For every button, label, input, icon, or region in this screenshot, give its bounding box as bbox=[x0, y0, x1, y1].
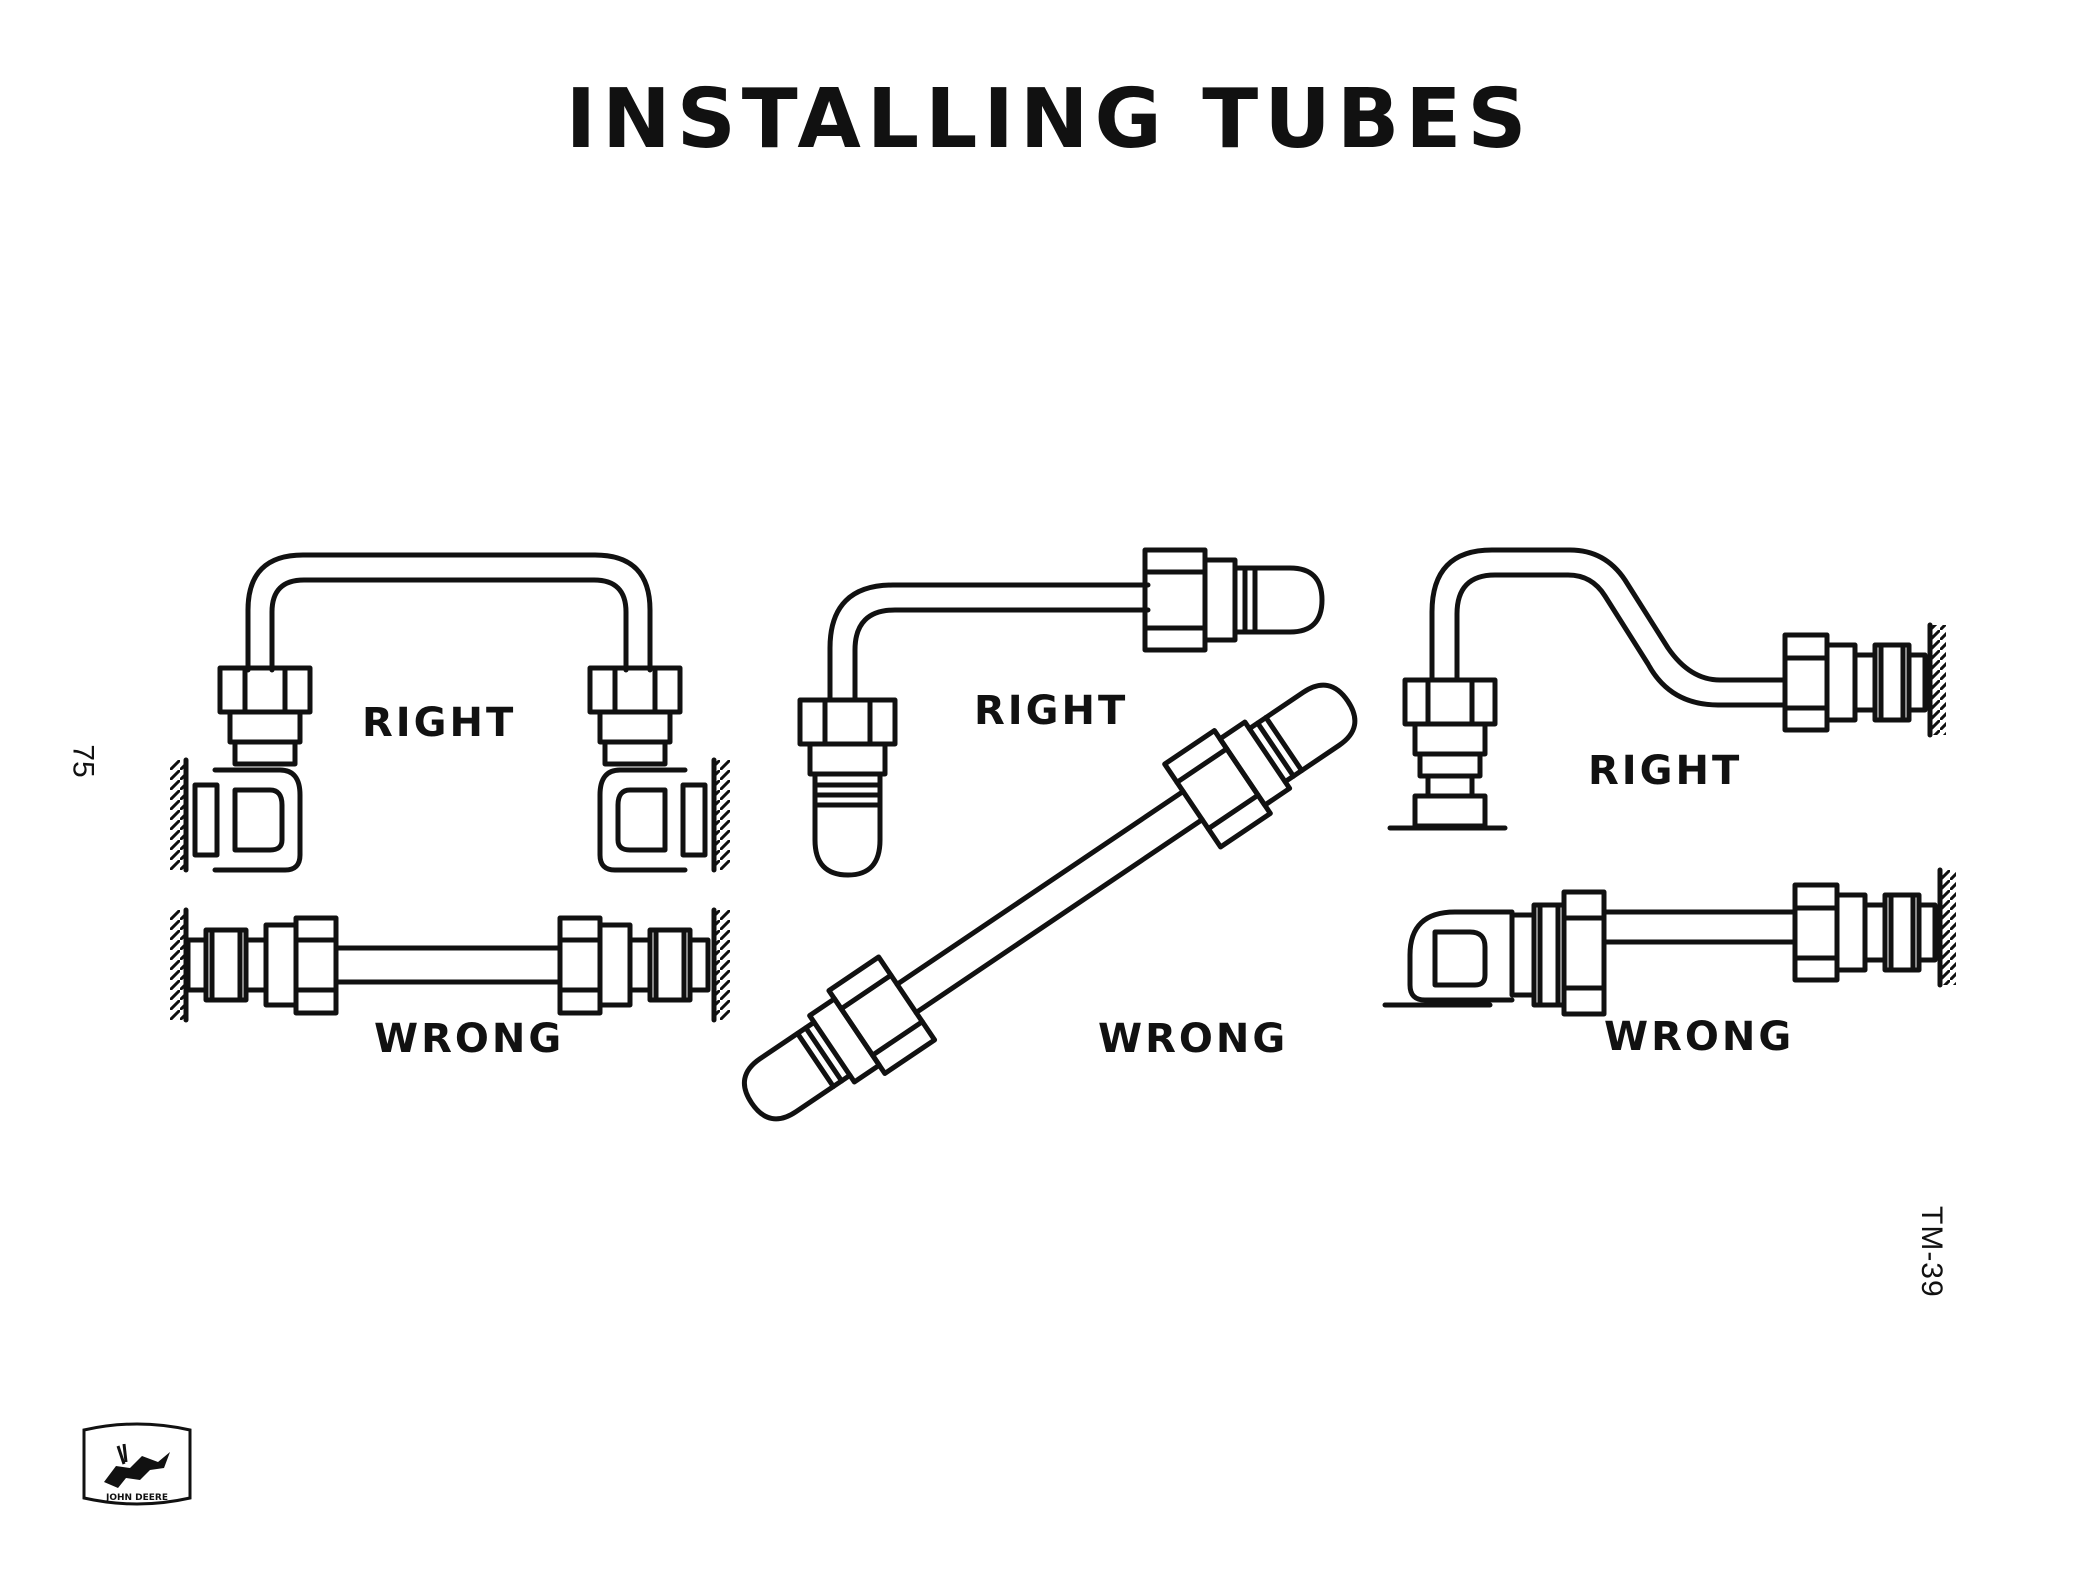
john-deere-logo-icon: JOHN DEERE bbox=[82, 1422, 192, 1506]
panel3-wrong-diagram bbox=[1382, 867, 1956, 1017]
panel2-wrong-diagram bbox=[741, 682, 1358, 1122]
panel2-right-diagram bbox=[797, 547, 1325, 878]
panel1-right-diagram bbox=[170, 552, 730, 873]
panel3-right-diagram bbox=[1387, 547, 1946, 831]
panel1-right-label: RIGHT bbox=[362, 700, 516, 746]
page-title: INSTALLING TUBES bbox=[565, 72, 1533, 167]
panel2-wrong-label: WRONG bbox=[1098, 1016, 1288, 1062]
page-number: 75 bbox=[66, 744, 100, 778]
panel2-right-label: RIGHT bbox=[974, 688, 1128, 734]
panel1-wrong-label: WRONG bbox=[374, 1016, 564, 1062]
panel3-right-label: RIGHT bbox=[1588, 748, 1742, 794]
panel1-wrong-diagram bbox=[170, 907, 730, 1023]
document-code: TM-39 bbox=[1915, 1206, 1948, 1298]
panel3-wrong-label: WRONG bbox=[1604, 1014, 1794, 1060]
logo-text: JOHN DEERE bbox=[105, 1493, 168, 1503]
